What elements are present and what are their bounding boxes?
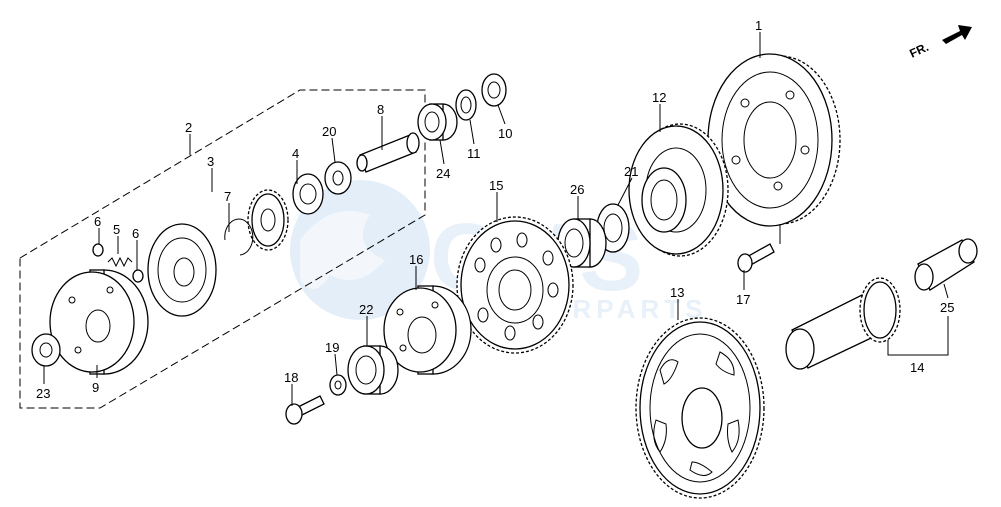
part-14-shaft — [785, 277, 901, 370]
part-12-gear — [628, 123, 729, 257]
callout-8: 8 — [377, 102, 384, 117]
callout-13: 13 — [670, 285, 684, 300]
part-16-drum — [383, 285, 472, 375]
part-8-shaft — [356, 132, 420, 173]
part-19-washer — [329, 374, 347, 396]
callout-9: 9 — [92, 380, 99, 395]
front-direction-marker: FR. — [907, 25, 972, 61]
part-11-washer — [455, 89, 477, 121]
callout-23: 23 — [36, 386, 50, 401]
part-13-gear — [635, 317, 765, 499]
part-6-cap — [92, 243, 144, 283]
part-23-bearing — [31, 333, 61, 367]
callout-26: 26 — [570, 182, 584, 197]
part-7-circlip — [224, 218, 254, 256]
right-arrow-icon — [942, 25, 972, 44]
callout-4: 4 — [292, 146, 299, 161]
part-10-collar — [481, 73, 507, 107]
callout-14: 14 — [910, 360, 924, 375]
callout-labels: 1 2 3 4 5 6 6 7 8 9 10 11 12 13 14 15 16… — [36, 18, 954, 401]
part-9-clutch-outer — [49, 269, 149, 375]
part-4-washer — [292, 173, 324, 215]
callout-12: 12 — [652, 90, 666, 105]
part-24-bearing — [417, 103, 458, 141]
fr-label: FR. — [907, 40, 930, 61]
part-5-spring — [107, 256, 133, 268]
assembly-outline — [19, 89, 426, 409]
part-17-bolt — [737, 243, 775, 273]
part-18-bolt — [285, 395, 325, 425]
callout-6-left: 6 — [94, 214, 101, 229]
callout-21: 21 — [624, 164, 638, 179]
part-3-clutch — [147, 223, 217, 317]
part-15-sprocket — [456, 216, 574, 354]
callout-25: 25 — [940, 300, 954, 315]
callout-7: 7 — [224, 189, 231, 204]
part-20-washer — [324, 161, 352, 195]
callout-24: 24 — [436, 166, 450, 181]
callout-3: 3 — [207, 154, 214, 169]
callout-6-right: 6 — [132, 226, 139, 241]
callout-11: 11 — [467, 146, 481, 161]
callout-10: 10 — [498, 126, 512, 141]
callout-16: 16 — [409, 252, 423, 267]
callout-2: 2 — [185, 120, 192, 135]
callout-5: 5 — [113, 222, 120, 237]
callout-18: 18 — [284, 370, 298, 385]
callout-20: 20 — [322, 124, 336, 139]
callout-22: 22 — [359, 302, 373, 317]
part-25-sleeve — [914, 238, 978, 291]
callout-19: 19 — [325, 340, 339, 355]
callout-15: 15 — [489, 178, 503, 193]
part-22-ball-bearing — [347, 345, 399, 395]
callout-1: 1 — [755, 18, 762, 33]
part-1-large-gear — [707, 53, 841, 227]
part-small-sprocket — [247, 189, 289, 251]
callout-17: 17 — [736, 292, 750, 307]
leader-lines — [43, 32, 949, 406]
